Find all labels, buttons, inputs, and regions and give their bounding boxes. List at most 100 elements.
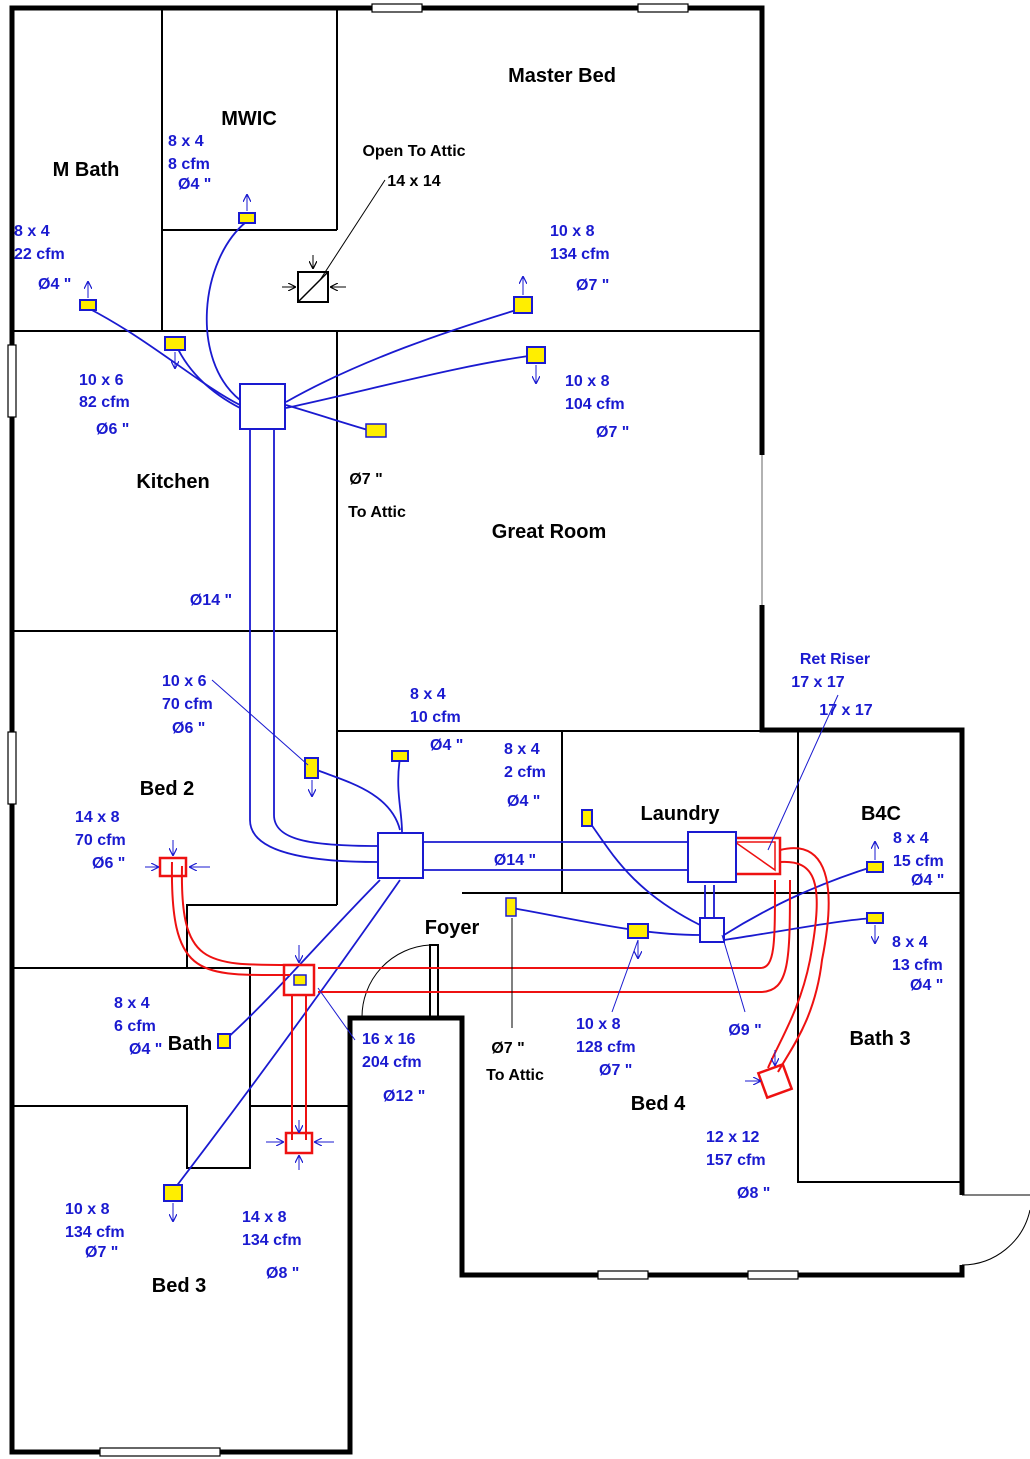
spec-dia: Ø12 ": [383, 1088, 425, 1105]
riser-elbow: [732, 841, 776, 872]
ret-riser-label: Ret Riser: [800, 651, 870, 668]
register-spec-labels: 8 x 4 8 cfm Ø4 " 8 x 4 22 cfm Ø4 " 10 x …: [14, 133, 944, 1282]
spec-size: 8 x 4: [893, 830, 929, 847]
spec-cfm: 104 cfm: [565, 396, 625, 413]
note-to-attic-upper-dia: Ø7 ": [349, 471, 382, 488]
spec-cfm: 204 cfm: [362, 1054, 422, 1071]
note-open-to-attic: Open To Attic: [362, 143, 465, 160]
register-m-bath: [79, 299, 97, 311]
register-hall-a: [391, 750, 409, 762]
spec-bed3-return: 14 x 8 134 cfm Ø8 ": [242, 1209, 302, 1282]
trunk-label-main: Ø14 ": [190, 592, 232, 609]
spec-bed2-return: 14 x 8 70 cfm Ø6 ": [75, 809, 126, 872]
spec-size: 14 x 8: [75, 809, 120, 826]
spec-cfm: 8 cfm: [168, 156, 210, 173]
side-door-swing: [961, 1194, 1030, 1266]
register-mwic: [238, 212, 256, 224]
return-duct: [777, 847, 830, 1073]
spec-dia: Ø7 ": [596, 424, 629, 441]
spec-dia: Ø4 ": [178, 176, 211, 193]
register-central: [293, 974, 307, 986]
spec-size: 10 x 6: [162, 673, 207, 690]
flex-duct: [511, 907, 701, 936]
return-grille-bed4: [756, 1062, 794, 1100]
leader-ret-riser: [767, 694, 839, 851]
spec-cfm: 13 cfm: [892, 957, 943, 974]
leader-bed4: [611, 939, 639, 1013]
spec-master-a: 10 x 8 134 cfm Ø7 ": [550, 223, 610, 294]
spec-dia: Ø7 ": [599, 1062, 632, 1079]
room-label-kitchen: Kitchen: [136, 471, 209, 493]
spec-cfm: 134 cfm: [65, 1224, 125, 1241]
spec-hall-a: 8 x 4 10 cfm Ø4 ": [410, 686, 463, 754]
hall-plenum: [377, 832, 424, 879]
spec-dia: Ø4 ": [129, 1041, 162, 1058]
laundry-plenum: [687, 831, 737, 883]
spec-size: 8 x 4: [114, 995, 150, 1012]
spec-size: 8 x 4: [892, 934, 928, 951]
room-label-foyer: Foyer: [425, 917, 480, 939]
spec-cfm: 134 cfm: [242, 1232, 302, 1249]
window: [371, 3, 423, 13]
room-label-bed2: Bed 2: [140, 778, 194, 800]
entry-gap: [348, 955, 436, 965]
flex-duct: [285, 404, 376, 433]
spec-bed4-supply: 10 x 8 128 cfm Ø7 ": [576, 1016, 636, 1079]
room-label-bath: Bath: [168, 1033, 212, 1055]
plenums: [239, 271, 737, 943]
leader-open-to-attic: [319, 179, 386, 281]
note-to-attic-lower-dia: Ø7 ": [491, 1040, 524, 1057]
room-label-master-bed: Master Bed: [508, 65, 616, 87]
airflow-arrows: [88, 195, 875, 1221]
flex-duct: [205, 221, 247, 401]
spec-size: 10 x 8: [550, 223, 595, 240]
walls: [7, 3, 1030, 1457]
bed4-junction: [699, 917, 725, 943]
room-labels: Master Bed MWIC M Bath Kitchen Great Roo…: [53, 65, 911, 1297]
spec-cfm: 128 cfm: [576, 1039, 636, 1056]
spec-size: 8 x 4: [410, 686, 446, 703]
return-ducts: [158, 836, 830, 1155]
register-bed3: [163, 1184, 183, 1202]
trunk-label-hall: Ø14 ": [494, 852, 536, 869]
flex-duct: [723, 917, 876, 941]
spec-bath3: 8 x 4 13 cfm Ø4 ": [892, 934, 943, 994]
note-to-attic-upper: To Attic: [348, 504, 406, 521]
window: [7, 731, 17, 805]
room-label-m-bath: M Bath: [53, 159, 120, 181]
spec-cfm: 22 cfm: [14, 246, 65, 263]
ret-riser-size: 17 x 17: [791, 674, 844, 691]
window: [747, 1270, 799, 1280]
window: [7, 344, 17, 418]
window: [597, 1270, 649, 1280]
spec-size: 10 x 8: [65, 1201, 110, 1218]
register-bed2: [304, 757, 319, 779]
spec-dia: Ø6 ": [96, 421, 129, 438]
leader-laundry: [721, 934, 746, 1013]
spec-bed2-supply: 10 x 6 70 cfm Ø6 ": [162, 673, 213, 737]
leader-bed2: [211, 679, 309, 766]
trunk-duct: [249, 430, 379, 863]
room-label-mwic: MWIC: [221, 108, 277, 130]
flex-duct: [311, 767, 401, 831]
leader-central-return: [317, 987, 356, 1041]
room-label-b4c: B4C: [861, 803, 901, 825]
spec-size: 10 x 8: [576, 1016, 621, 1033]
spec-dia: Ø8 ": [737, 1185, 770, 1202]
side-door-gap: [958, 1195, 968, 1265]
flex-duct: [224, 879, 381, 1041]
spec-dia: Ø4 ": [910, 977, 943, 994]
spec-size: 8 x 4: [14, 223, 50, 240]
spec-cfm: 82 cfm: [79, 394, 130, 411]
spec-master-b: 10 x 8 104 cfm Ø7 ": [565, 373, 629, 441]
spec-size: 8 x 4: [168, 133, 204, 150]
flex-duct: [397, 757, 403, 833]
register-bed4: [627, 923, 649, 939]
trunk-duct: [273, 430, 379, 847]
spec-bath: 8 x 4 6 cfm Ø4 ": [114, 995, 162, 1058]
spec-cfm: 70 cfm: [162, 696, 213, 713]
spec-dia: Ø8 ": [266, 1265, 299, 1282]
register-bath3: [866, 912, 884, 924]
spec-central-return: 16 x 16 204 cfm Ø12 ": [362, 1031, 425, 1105]
return-duct: [318, 879, 791, 993]
